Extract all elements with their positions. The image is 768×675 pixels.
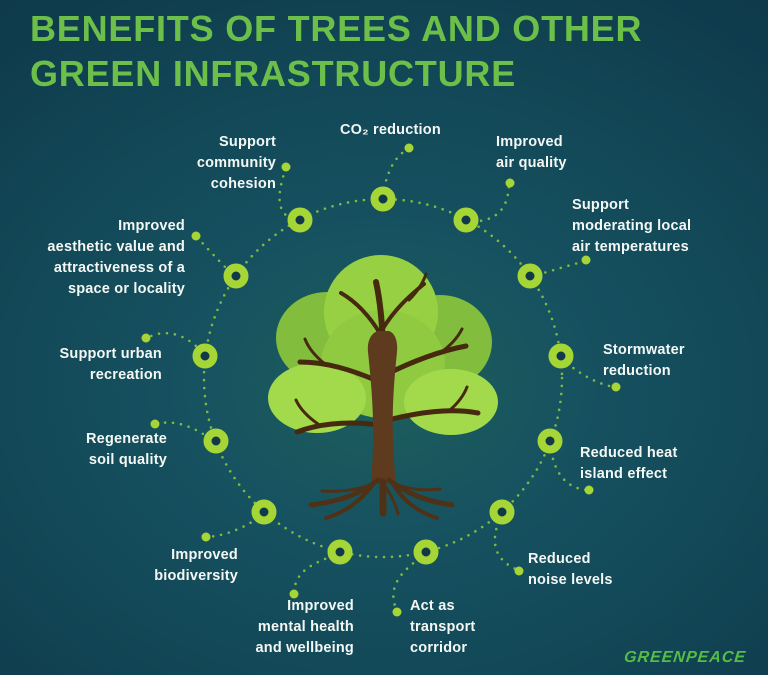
node-reduced-heat-island [537, 428, 563, 454]
node-reduced-noise-levels [489, 499, 515, 525]
dot-mental-health-wellbeing [289, 589, 299, 599]
node-aesthetic-value [223, 263, 249, 289]
benefit-label-transport-corridor: Act as transport corridor [410, 598, 476, 656]
benefit-label-community-cohesion: Support community cohesion [196, 134, 276, 192]
benefit-circle [202, 197, 564, 559]
benefit-label-moderating-air-temperatures: Support moderating local air temperature… [572, 197, 692, 255]
node-improved-air-quality [453, 207, 479, 233]
leader-community-cohesion [278, 166, 302, 222]
dot-urban-recreation [141, 333, 151, 343]
dot-co2-reduction [404, 143, 414, 153]
node-community-cohesion [287, 207, 313, 233]
leader-stormwater-reduction [559, 356, 616, 389]
benefit-label-reduced-noise-levels: Reduced noise levels [528, 551, 613, 588]
node-transport-corridor [413, 539, 439, 565]
leader-co2-reduction [381, 147, 410, 198]
dot-stormwater-reduction [611, 382, 621, 392]
dot-aesthetic-value [191, 231, 201, 241]
dot-reduced-heat-island [584, 485, 594, 495]
dot-moderating-air-temperatures [581, 255, 591, 265]
tree-illustration [268, 255, 498, 520]
benefit-label-regenerate-soil-quality: Regenerate soil quality [86, 431, 167, 468]
benefit-label-aesthetic-value: Improved aesthetic value and attractiven… [47, 218, 185, 297]
dot-improved-air-quality [505, 178, 515, 188]
benefit-label-improved-air-quality: Improved air quality [496, 134, 567, 171]
node-urban-recreation [192, 343, 218, 369]
node-moderating-air-temperatures [517, 263, 543, 289]
benefit-label-urban-recreation: Support urban recreation [59, 346, 162, 383]
benefit-label-co2-reduction: CO₂ reduction [340, 122, 441, 138]
leader-improved-biodiversity [205, 512, 266, 539]
node-co2-reduction [370, 186, 396, 212]
dot-regenerate-soil-quality [150, 419, 160, 429]
page-title: BENEFITS OF TREES AND OTHER GREEN INFRAS… [30, 8, 643, 94]
dot-reduced-noise-levels [514, 566, 524, 576]
dot-improved-biodiversity [201, 532, 211, 542]
greenpeace-logo: GREENPEACE [623, 649, 747, 666]
benefit-nodes [192, 186, 574, 565]
benefit-label-improved-biodiversity: Improved biodiversity [154, 547, 238, 584]
node-improved-biodiversity [251, 499, 277, 525]
dot-community-cohesion [281, 162, 291, 172]
benefit-label-reduced-heat-island: Reduced heat island effect [580, 445, 678, 482]
node-mental-health-wellbeing [327, 539, 353, 565]
leader-dots [141, 143, 621, 617]
benefit-label-stormwater-reduction: Stormwater reduction [603, 342, 685, 379]
node-stormwater-reduction [548, 343, 574, 369]
benefit-label-mental-health-wellbeing: Improved mental health and wellbeing [255, 598, 354, 656]
dot-transport-corridor [392, 607, 402, 617]
node-regenerate-soil-quality [203, 428, 229, 454]
